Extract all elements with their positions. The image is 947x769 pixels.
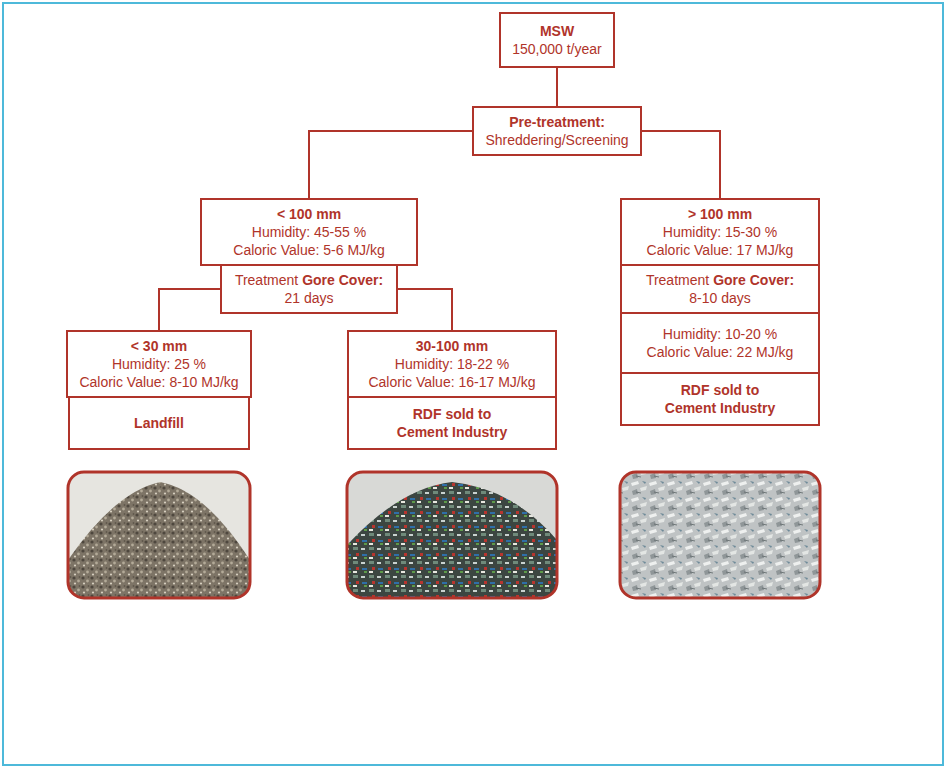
destination-box: RDF sold to Cement Industry <box>347 396 557 450</box>
text-line: < 30 mm <box>131 337 187 355</box>
fraction-box: > 100 mmHumidity: 15-30 %Caloric Value: … <box>620 198 820 266</box>
text-line: Caloric Value: 17 MJ/kg <box>647 241 794 259</box>
box-text: Caloric Value: 5-6 MJ/kg <box>233 241 384 259</box>
connector-line <box>642 131 720 198</box>
text-line: Landfill <box>134 414 184 432</box>
box-text: Humidity: 10-20 % <box>663 325 777 343</box>
box-heading: < 30 mm <box>131 337 187 355</box>
box-text: Humidity: 25 % <box>112 355 206 373</box>
text-line: Humidity: 25 % <box>112 355 206 373</box>
box-text: Humidity: 18-22 % <box>395 355 509 373</box>
text-line: RDF sold to Cement Industry <box>388 405 516 441</box>
box-text: Treatment <box>235 271 298 289</box>
text-line: Humidity: 15-30 % <box>663 223 777 241</box>
box-text: Treatment <box>646 271 709 289</box>
box-text: Humidity: 45-55 % <box>252 223 366 241</box>
photo-frame <box>347 472 557 598</box>
destination-box: Landfill <box>68 396 250 450</box>
box-text: 8-10 days <box>689 289 750 307</box>
treatment-box: TreatmentGore Cover:8-10 days <box>620 264 820 314</box>
text-line: Caloric Value: 5-6 MJ/kg <box>233 241 384 259</box>
photo-frame <box>68 472 250 598</box>
text-line: 21 days <box>284 289 333 307</box>
text-line: 150,000 t/year <box>512 40 602 58</box>
text-line: Caloric Value: 8-10 MJ/kg <box>79 373 238 391</box>
connector-line <box>159 289 220 330</box>
source-box: MSW150,000 t/year <box>499 12 615 68</box>
connector-line <box>556 68 558 106</box>
text-line: Humidity: 45-55 % <box>252 223 366 241</box>
box-text: Caloric Value: 17 MJ/kg <box>647 241 794 259</box>
property-box: Humidity: 10-20 %Caloric Value: 22 MJ/kg <box>620 312 820 374</box>
box-heading: Landfill <box>134 414 184 432</box>
text-line: RDF sold to Cement Industry <box>656 381 784 417</box>
box-heading: 30-100 mm <box>416 337 488 355</box>
box-text: Shreddering/Screening <box>485 131 628 149</box>
connector-line <box>309 131 472 198</box>
destination-box: RDF sold to Cement Industry <box>620 372 820 426</box>
text-line: TreatmentGore Cover: <box>235 271 383 289</box>
text-line: > 100 mm <box>688 205 752 223</box>
text-line: Caloric Value: 16-17 MJ/kg <box>368 373 535 391</box>
text-line: MSW <box>540 22 574 40</box>
box-heading: Gore Cover: <box>302 271 383 289</box>
fraction-box: < 30 mmHumidity: 25 %Caloric Value: 8-10… <box>66 330 252 398</box>
photo-coarse-fraction <box>620 472 820 598</box>
box-text: 150,000 t/year <box>512 40 602 58</box>
process-box: Pre-treatment:Shreddering/Screening <box>472 106 642 156</box>
box-text: Caloric Value: 16-17 MJ/kg <box>368 373 535 391</box>
text-line: 8-10 days <box>689 289 750 307</box>
fraction-box: 30-100 mmHumidity: 18-22 %Caloric Value:… <box>347 330 557 398</box>
box-heading: Gore Cover: <box>713 271 794 289</box>
photo-mid-fraction <box>347 472 557 598</box>
connector-line <box>398 289 452 330</box>
box-heading: RDF sold to Cement Industry <box>388 405 516 441</box>
box-text: Humidity: 15-30 % <box>663 223 777 241</box>
box-text: Caloric Value: 22 MJ/kg <box>647 343 794 361</box>
box-text: 21 days <box>284 289 333 307</box>
box-heading: MSW <box>540 22 574 40</box>
text-line: Humidity: 18-22 % <box>395 355 509 373</box>
outer-frame <box>3 3 943 765</box>
text-line: Pre-treatment: <box>509 113 605 131</box>
box-heading: RDF sold to Cement Industry <box>656 381 784 417</box>
treatment-box: TreatmentGore Cover:21 days <box>220 264 398 314</box>
text-line: Shreddering/Screening <box>485 131 628 149</box>
photo-fine-fraction <box>68 472 250 598</box>
box-text: Caloric Value: 8-10 MJ/kg <box>79 373 238 391</box>
photo-frame <box>620 472 820 598</box>
box-heading: > 100 mm <box>688 205 752 223</box>
text-line: 30-100 mm <box>416 337 488 355</box>
text-line: Humidity: 10-20 % <box>663 325 777 343</box>
text-line: TreatmentGore Cover: <box>646 271 794 289</box>
fraction-box: < 100 mmHumidity: 45-55 %Caloric Value: … <box>200 198 418 266</box>
text-line: Caloric Value: 22 MJ/kg <box>647 343 794 361</box>
box-heading: < 100 mm <box>277 205 341 223</box>
box-heading: Pre-treatment: <box>509 113 605 131</box>
text-line: < 100 mm <box>277 205 341 223</box>
